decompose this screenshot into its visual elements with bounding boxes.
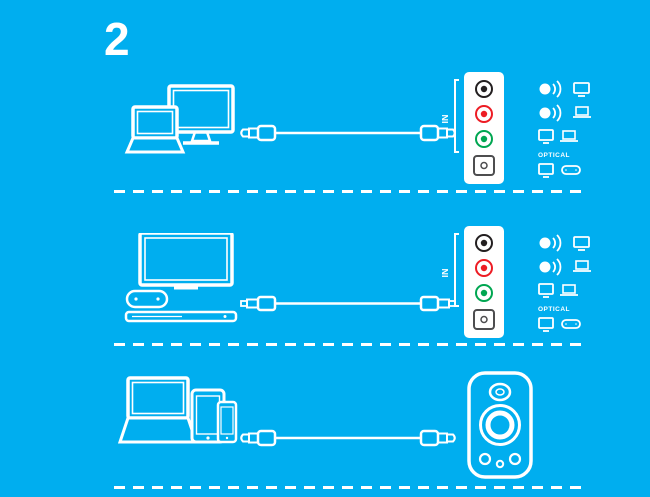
game-controller-icon [561, 165, 581, 175]
game-controller-icon [561, 319, 581, 329]
optical-plug-left-icon [240, 295, 277, 312]
in-label: IN [442, 269, 450, 278]
dashed-divider [114, 190, 588, 193]
satellite-speaker-illustration [467, 371, 533, 479]
volume-knob-icon [479, 404, 521, 446]
dashed-divider [114, 343, 588, 346]
tv-icon [538, 317, 554, 332]
game-console-icon [124, 310, 238, 323]
black-aux-jack-icon [475, 80, 493, 98]
desktop-and-laptop-illustration [124, 84, 235, 154]
jack-plug-left-icon [240, 124, 277, 142]
tv-and-console-illustration [124, 233, 238, 323]
input-legend-illustration: OPTICAL [538, 234, 591, 332]
control-knobs-icon [478, 452, 522, 469]
optical-plug-right-icon [419, 295, 456, 312]
jack-plug-left-icon [240, 429, 277, 447]
tv-icon [573, 236, 590, 251]
jack-plug-right-icon [419, 124, 456, 142]
optical-cable-illustration [240, 295, 456, 312]
speaker-body [467, 371, 533, 479]
subwoofer-rear-panel-illustration: IN [442, 226, 504, 338]
red-aux-jack-icon [475, 105, 493, 123]
laptop-tablet-phone-illustration [117, 376, 238, 444]
game-controller-icon [125, 289, 169, 309]
dashed-divider [114, 486, 588, 489]
in-bracket [454, 233, 459, 307]
optical-label: OPTICAL [538, 152, 570, 159]
step-number: 2 [104, 13, 130, 65]
satellite-speaker-sound-icon [539, 104, 562, 122]
optical-port-icon [473, 309, 495, 330]
red-aux-jack-icon [475, 259, 493, 277]
satellite-speaker-sound-icon [539, 80, 562, 98]
laptop-icon [124, 105, 186, 154]
audio-cable-illustration [240, 124, 456, 142]
green-aux-jack-icon [475, 130, 493, 148]
audio-cable-illustration [240, 429, 456, 447]
optical-label: OPTICAL [538, 306, 570, 313]
desktop-monitor-icon [538, 283, 554, 298]
satellite-speaker-sound-icon [539, 234, 562, 252]
black-aux-jack-icon [475, 234, 493, 252]
smartphone-icon [216, 400, 238, 444]
jack-plug-right-icon [419, 429, 456, 447]
laptop-icon [117, 376, 199, 444]
laptop-icon [573, 260, 591, 272]
subwoofer-rear-panel-illustration: IN [442, 72, 504, 184]
input-legend-illustration: OPTICAL [538, 80, 591, 178]
in-bracket [454, 79, 459, 153]
desktop-monitor-icon [538, 129, 554, 144]
tv-icon [538, 163, 554, 178]
tv-icon [573, 82, 590, 97]
laptop-icon [560, 130, 578, 142]
tablet-icon [190, 388, 226, 444]
laptop-icon [573, 106, 591, 118]
green-aux-jack-icon [475, 284, 493, 302]
optical-port-icon [473, 155, 495, 176]
in-label: IN [442, 115, 450, 124]
tweeter-icon [488, 382, 512, 402]
tv-icon [138, 233, 234, 290]
satellite-speaker-sound-icon [539, 258, 562, 276]
laptop-icon [560, 284, 578, 296]
